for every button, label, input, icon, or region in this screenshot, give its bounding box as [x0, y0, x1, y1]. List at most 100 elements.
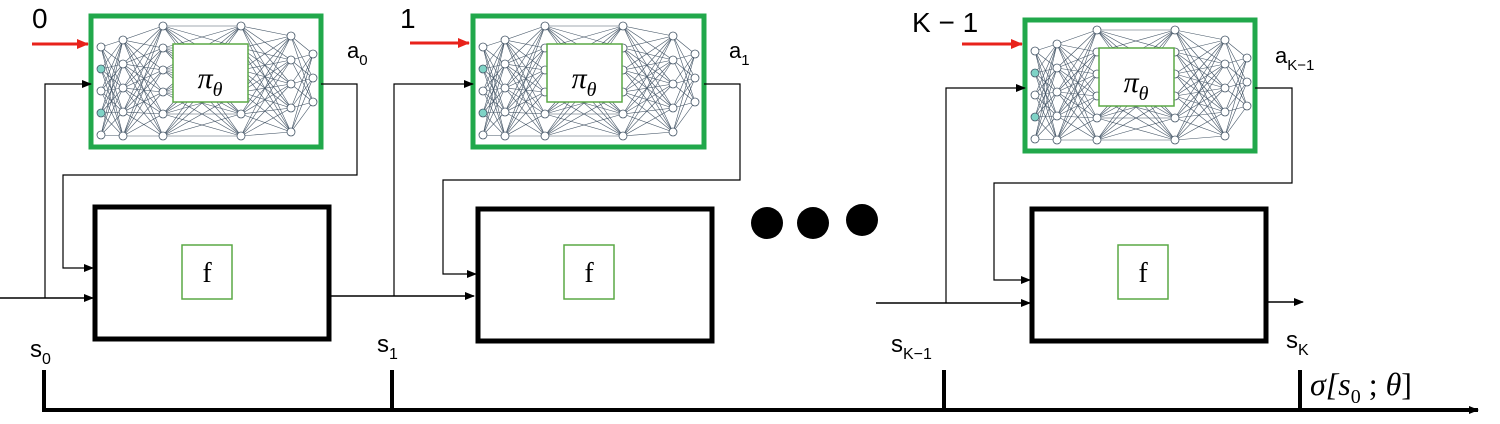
network-edge	[1034, 43, 1058, 74]
network-edge	[482, 87, 506, 136]
network-edge	[240, 69, 292, 133]
network-edge	[100, 90, 124, 113]
network-edge	[290, 53, 314, 133]
step-index-label: K − 1	[912, 7, 978, 38]
network-node	[668, 127, 678, 137]
network-node	[118, 83, 128, 93]
network-edge	[672, 101, 696, 133]
network-edge	[1174, 39, 1226, 97]
network-edge	[100, 68, 124, 113]
network-edge	[1056, 43, 1098, 75]
network-edge	[482, 112, 506, 137]
network-edge	[122, 25, 164, 113]
network-edge	[122, 63, 164, 71]
network-edge	[122, 39, 164, 71]
network-edge	[622, 25, 674, 61]
network-edge	[1034, 94, 1058, 117]
network-edge	[240, 47, 292, 133]
network-edge	[240, 91, 292, 109]
network-node	[500, 131, 510, 141]
network-edge	[1056, 95, 1098, 117]
network-edge	[1056, 29, 1098, 69]
network-edge	[1174, 29, 1226, 113]
network-node	[618, 21, 628, 31]
network-edge	[1174, 87, 1226, 97]
network-node	[1030, 134, 1040, 144]
network-edge	[122, 25, 164, 89]
network-edge	[122, 111, 164, 137]
network-node	[96, 130, 106, 140]
network-edge	[240, 69, 292, 109]
network-node	[690, 97, 700, 107]
network-edge	[240, 25, 292, 37]
network-edge	[504, 25, 546, 41]
network-edge	[1056, 51, 1098, 117]
network-node	[1242, 77, 1252, 87]
network-edge	[100, 46, 124, 65]
network-edge	[1224, 81, 1248, 137]
network-node	[286, 103, 296, 113]
ellipsis-text: ● ● ●	[0, 0, 3, 1]
network-node	[158, 109, 168, 119]
network-edge	[122, 39, 164, 93]
network-edge	[122, 47, 164, 137]
network-node	[540, 109, 550, 119]
network-edge	[672, 77, 696, 133]
network-edge	[240, 113, 292, 133]
network-edge	[504, 63, 546, 93]
ellipsis-dot	[797, 207, 829, 239]
network-node	[236, 131, 246, 141]
network-edge	[122, 39, 164, 49]
network-node	[308, 49, 318, 59]
network-edge	[504, 111, 546, 137]
network-edge	[504, 69, 546, 137]
action-to-model-arrow	[62, 83, 358, 272]
network-edge	[1224, 57, 1248, 89]
network-edge	[100, 90, 124, 137]
network-edge	[1056, 73, 1098, 93]
network-edge	[1174, 29, 1226, 41]
network-edge	[1174, 87, 1226, 119]
network-edge	[1056, 95, 1098, 141]
network-edge	[122, 39, 164, 115]
network-edge	[100, 39, 124, 70]
network-edge	[504, 25, 546, 113]
network-edge	[240, 83, 292, 93]
action-to-model-arrow	[993, 87, 1293, 284]
trajectory-timeline: σ[s0 ; θ]	[42, 366, 1479, 414]
network-edge	[504, 111, 546, 115]
network-edge	[122, 87, 164, 137]
network-edge	[482, 39, 506, 114]
network-node	[1170, 113, 1180, 123]
network-edge	[504, 47, 546, 65]
network-edge	[1034, 116, 1058, 141]
network-edge	[482, 39, 506, 92]
network-edge	[1174, 51, 1226, 137]
network-node	[1052, 87, 1062, 97]
network-edge	[240, 25, 292, 133]
network-edge	[482, 90, 506, 113]
network-edge	[1174, 73, 1226, 113]
network-edge	[622, 69, 674, 85]
network-node	[1030, 68, 1040, 78]
network-edge	[622, 35, 674, 115]
network-node	[1242, 101, 1252, 111]
network-node	[1170, 135, 1180, 145]
network-edge	[504, 39, 546, 93]
network-edge	[504, 47, 546, 89]
network-edge	[100, 68, 124, 89]
network-edge	[1056, 43, 1098, 119]
network-edge	[1034, 72, 1058, 141]
network-edge	[622, 113, 674, 133]
network-edge	[240, 91, 292, 133]
network-edge	[290, 53, 314, 85]
network-edge	[240, 69, 292, 85]
model-label-box	[1117, 244, 1169, 300]
network-edge	[482, 68, 506, 137]
network-edge	[1034, 43, 1058, 118]
network-edge	[1034, 72, 1058, 93]
network-edge	[122, 113, 164, 137]
ellipsis: ● ● ●	[0, 0, 878, 239]
network-edge	[240, 35, 292, 93]
